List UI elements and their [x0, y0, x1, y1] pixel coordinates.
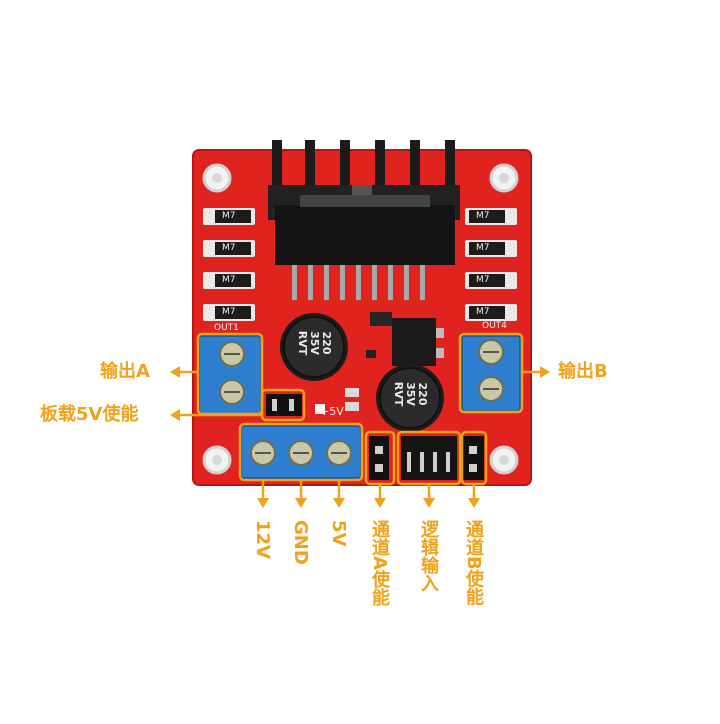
silk-out4: OUT4: [482, 321, 507, 331]
label-output-b: 输出B: [558, 361, 608, 382]
label-5v: 5V: [328, 520, 349, 547]
label-onboard-5v-enable: 板载5V使能: [40, 404, 139, 425]
label-12v: 12V: [252, 520, 273, 559]
capacitor-left-marking: 220 35V RVT: [296, 323, 333, 363]
label-logic-input: 逻辑输入: [418, 520, 439, 592]
terminal-out-b: [461, 335, 521, 412]
silk-plus5v: +5V: [320, 405, 344, 418]
diode-marking: M7: [476, 211, 490, 221]
capacitor-text: 35V: [308, 331, 321, 355]
capacitor-left: [280, 313, 348, 381]
terminal-out-a: [198, 335, 262, 415]
jumper-5v-enable: [266, 394, 302, 416]
diode-marking: M7: [476, 275, 490, 285]
diode-marking: M7: [222, 307, 236, 317]
capacitor-text: 220: [416, 382, 429, 406]
label-output-a: 输出A: [100, 361, 150, 382]
capacitor-text: RVT: [296, 330, 309, 356]
header-channel-a: [369, 436, 389, 480]
diode-marking: M7: [222, 243, 236, 253]
label-channel-b-enable: 通道B使能: [463, 520, 484, 606]
smd-components: [315, 388, 359, 414]
diode-marking: M7: [476, 243, 490, 253]
annotation-arrows: [170, 366, 550, 508]
header-channel-b: [462, 436, 484, 480]
diodes-right: [465, 208, 517, 321]
heatsink: [268, 140, 460, 300]
capacitor-text: 220: [320, 331, 333, 355]
diode-marking: M7: [222, 211, 236, 221]
header-logic-input: [401, 436, 457, 480]
silk-out1: OUT1: [214, 323, 239, 333]
regulator: [366, 312, 444, 366]
diode-marking: M7: [476, 307, 490, 317]
diode-marking: M7: [222, 275, 236, 285]
diodes-left: [203, 208, 255, 321]
capacitor-text: 35V: [404, 382, 417, 406]
terminal-power: [240, 425, 362, 479]
label-gnd: GND: [290, 520, 311, 565]
label-channel-a-enable: 通道A使能: [369, 520, 390, 606]
capacitor-right-marking: 220 35V RVT: [392, 374, 429, 414]
capacitor-right: [376, 364, 444, 432]
capacitor-text: RVT: [392, 381, 405, 407]
